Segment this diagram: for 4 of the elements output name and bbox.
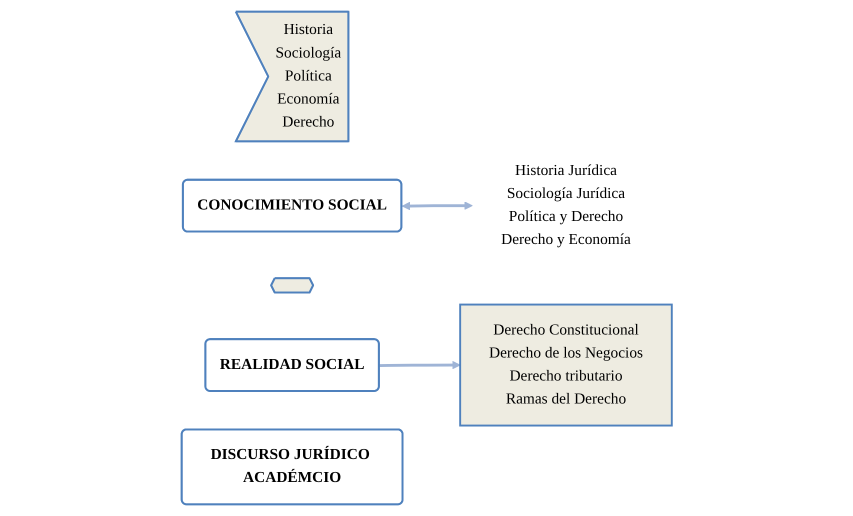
- arrow: [379, 360, 460, 370]
- node-box: Derecho Constitucional Derecho de los Negocios Derecho tributario Ramas del Derecho: [458, 304, 672, 427]
- arrow: [402, 201, 472, 210]
- node-text: Historia Jurídica Sociología Jurídica Política y Derecho Derecho y Economía: [500, 162, 631, 248]
